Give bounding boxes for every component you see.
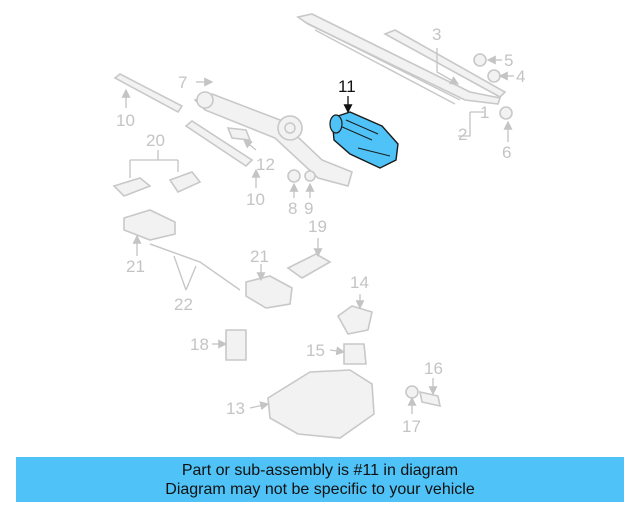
callout-label-10b: 10: [246, 190, 265, 209]
callout-label-21b: 21: [250, 247, 269, 266]
washer-pump-part: [225, 329, 247, 361]
callout-label-16: 16: [424, 359, 443, 378]
callout-label-22: 22: [174, 295, 193, 314]
callout-label-7: 7: [178, 73, 187, 92]
arm-shaft-part: [113, 73, 184, 114]
arm-shaft-part-lower: [184, 120, 254, 168]
callout-label-6: 6: [502, 143, 511, 162]
banner-line-2: Diagram may not be specific to your vehi…: [165, 480, 475, 498]
callout-label-14: 14: [350, 273, 369, 292]
callout-label-4: 4: [516, 67, 525, 86]
callout-label-2: 2: [458, 125, 467, 144]
washer-reservoir-part: [267, 369, 375, 439]
clip-part: [226, 127, 252, 141]
wiper-motor-part: [329, 111, 399, 169]
reservoir-cap-part: [343, 343, 367, 365]
info-banner: Part or sub-assembly is #11 in diagram D…: [16, 457, 624, 502]
callout-label-15: 15: [306, 341, 325, 360]
callout-label-21: 21: [126, 257, 145, 276]
nut-part: [473, 53, 513, 120]
callout-label-20: 20: [146, 131, 165, 150]
nozzle-holder-part: [123, 209, 176, 241]
banner-line-1: Part or sub-assembly is #11 in diagram: [181, 461, 459, 479]
callout-label-11: 11: [338, 77, 356, 96]
spray-nozzle-part: [286, 253, 332, 279]
parts-diagram: 1 2 3 4 5 6 7 8 9 10 10 11 12 13 14 15 1…: [112, 13, 525, 439]
callout-label-18: 18: [190, 335, 209, 354]
washer-part: [304, 170, 316, 182]
wiper-blade-part: [296, 13, 507, 105]
callout-label-1: 1: [480, 103, 489, 122]
callout-label-10: 10: [116, 111, 135, 130]
nozzle-holder-part-lower: [245, 275, 293, 309]
callout-label-19: 19: [308, 217, 327, 236]
callout-label-12: 12: [256, 155, 275, 174]
pump-seal-part: [336, 305, 373, 335]
callout-label-13: 13: [226, 399, 245, 418]
callout-label-3: 3: [432, 25, 441, 44]
wiper-linkage-part: [193, 91, 353, 187]
grommet-part: [287, 169, 301, 183]
check-valve-part: [418, 390, 442, 408]
callout-label-9: 9: [304, 199, 313, 218]
callout-label-5: 5: [504, 51, 513, 70]
gasket-part: [405, 385, 419, 399]
washer-hose-part: [149, 243, 241, 291]
callout-label-8: 8: [288, 199, 297, 218]
connector-part: [112, 171, 202, 197]
callout-label-17: 17: [402, 417, 421, 436]
callout-labels: 1 2 3 4 5 6 7 8 9 10 10 11 12 13 14 15 1…: [116, 25, 525, 436]
leader-lines: [121, 48, 514, 414]
